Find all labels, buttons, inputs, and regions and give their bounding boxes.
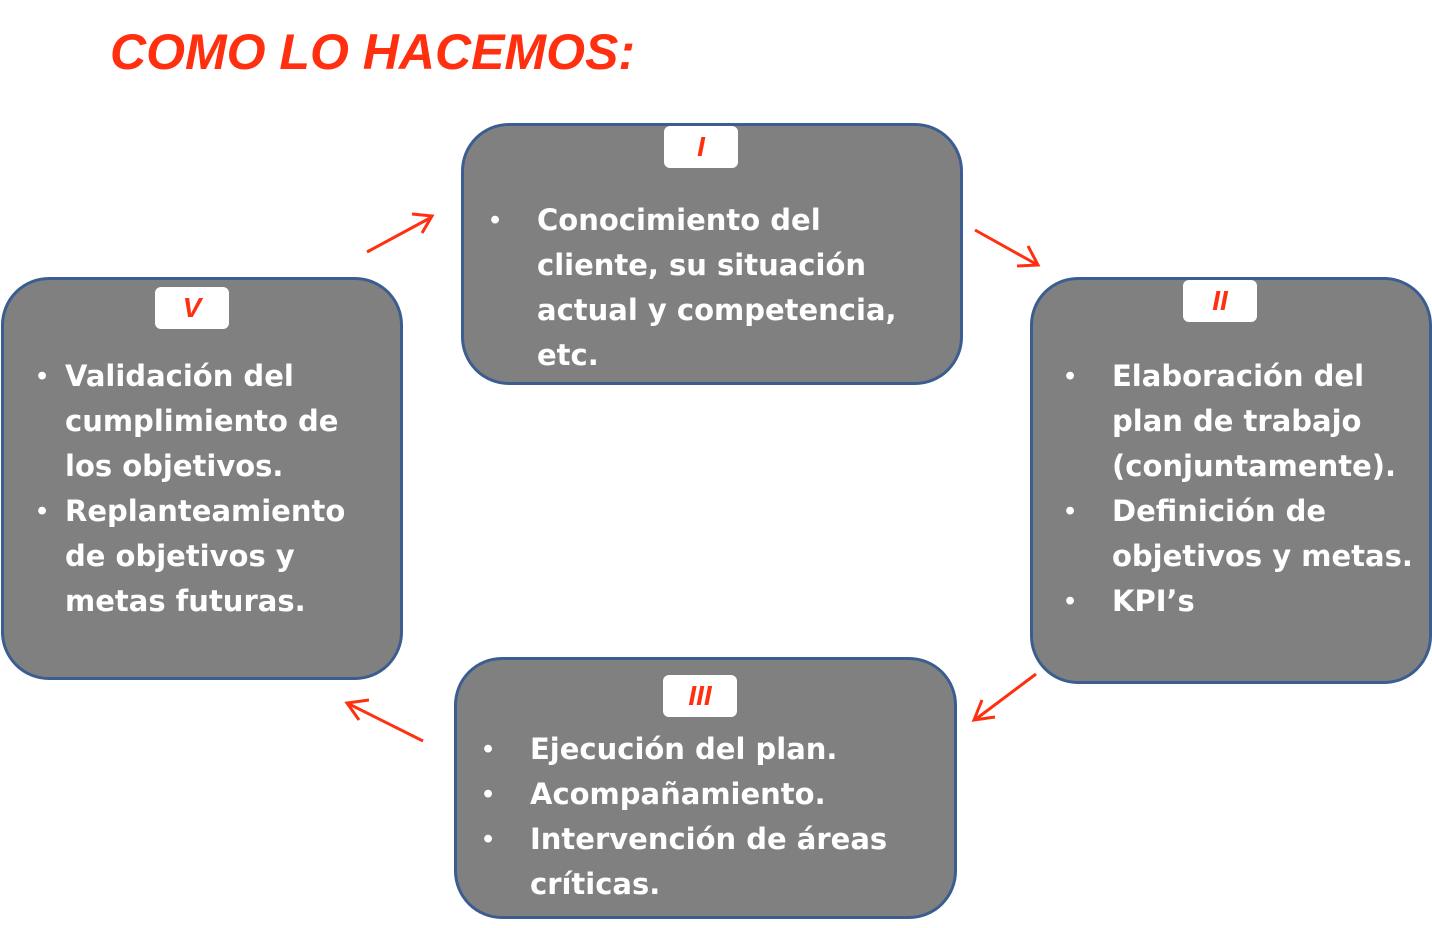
step-numeral-2: II xyxy=(1183,280,1257,322)
list-item: KPI’s xyxy=(1065,579,1427,624)
page-title: COMO LO HACEMOS: xyxy=(110,24,635,80)
list-item: Ejecución del plan. xyxy=(483,727,940,772)
step-numeral-3: III xyxy=(663,675,737,717)
step-list-1: Conocimiento del cliente, su situación a… xyxy=(490,198,947,423)
arrow-ii-to-iii xyxy=(975,672,1037,721)
list-item: Definición de objetivos y metas. xyxy=(1065,489,1427,579)
arrow-i-to-ii-head xyxy=(1016,245,1041,268)
step-list-3: Ejecución del plan. Acompañamiento. Inte… xyxy=(483,727,940,907)
step-numeral-1: I xyxy=(664,126,738,168)
step-box-3: III Ejecución del plan. Acompañamiento. … xyxy=(454,657,957,919)
arrow-v-to-i xyxy=(366,216,431,254)
arrow-iii-to-v-head xyxy=(344,698,370,721)
list-item: Diagnostico. xyxy=(490,378,947,423)
step-numeral-5: V xyxy=(155,287,229,329)
list-item: Conocimiento del cliente, su situación a… xyxy=(490,198,947,378)
step-box-1: I Conocimiento del cliente, su situación… xyxy=(461,123,963,423)
list-item: Elaboración del plan de trabajo (conjunt… xyxy=(1065,354,1427,489)
list-item: Intervención de áreas críticas. xyxy=(483,817,940,907)
step-box-2: II Elaboración del plan de trabajo (conj… xyxy=(1030,277,1432,684)
step-box-5: V Validación del cumplimiento de los obj… xyxy=(1,277,403,680)
arrow-iii-to-v xyxy=(348,702,424,743)
arrow-v-to-i-head xyxy=(411,212,435,234)
list-item: Validación del cumplimiento de los objet… xyxy=(37,354,385,489)
list-item: Replanteamiento de objetivos y metas fut… xyxy=(37,489,385,624)
step-list-2: Elaboración del plan de trabajo (conjunt… xyxy=(1065,354,1427,624)
list-item: Acompañamiento. xyxy=(483,772,940,817)
arrow-i-to-ii xyxy=(974,228,1037,266)
arrow-ii-to-iii-head xyxy=(971,699,996,722)
step-list-5: Validación del cumplimiento de los objet… xyxy=(37,354,385,624)
